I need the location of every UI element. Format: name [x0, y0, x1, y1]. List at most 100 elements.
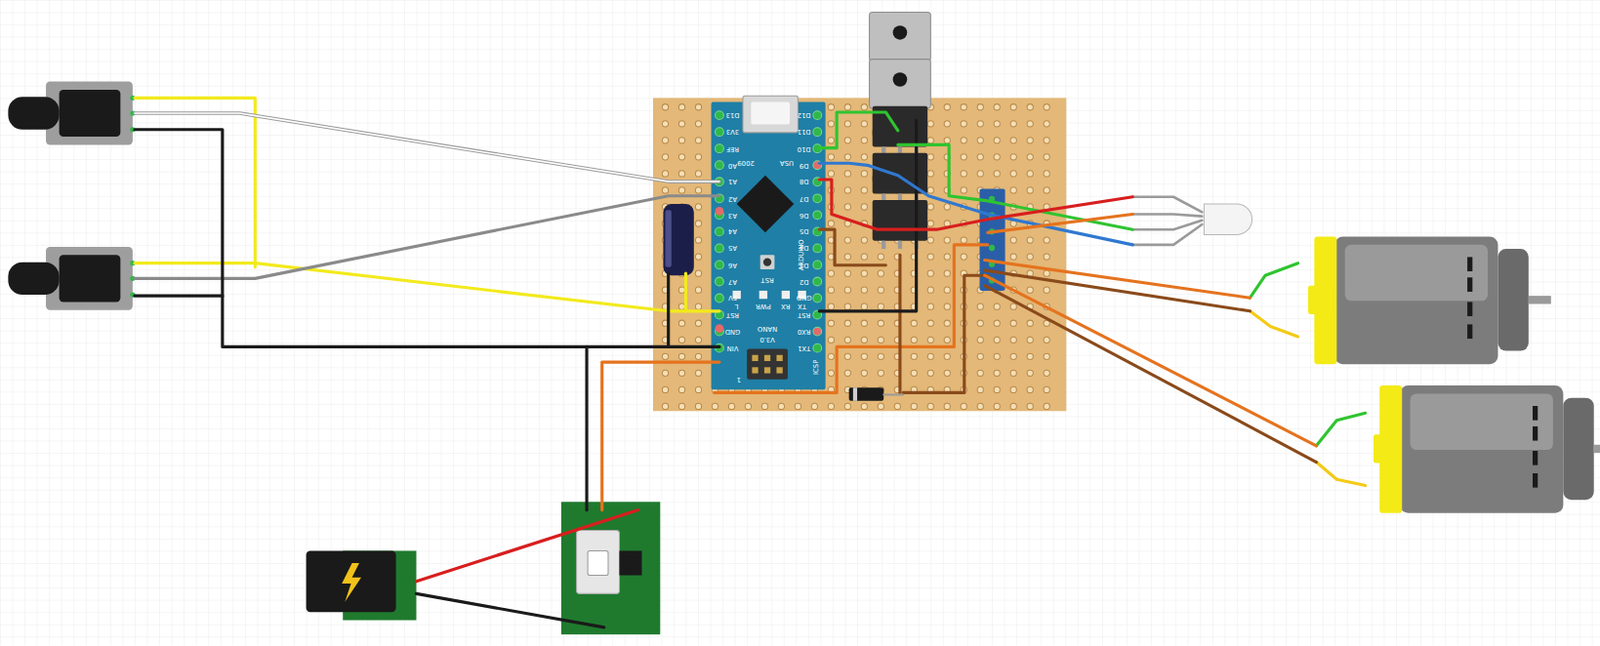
slide-switch	[576, 531, 620, 595]
board-hole	[993, 121, 1000, 127]
pin-label: PWR	[755, 302, 772, 310]
board-hole	[877, 336, 884, 343]
pin-label: D11	[797, 128, 812, 136]
header-pin	[813, 194, 822, 204]
pin-label: L	[735, 302, 739, 310]
board-hole	[877, 287, 884, 293]
icsp-pin	[764, 367, 771, 373]
pin-label: TX1	[797, 344, 811, 352]
board-hole	[960, 187, 967, 194]
board-hole	[678, 336, 685, 343]
diode	[849, 387, 885, 402]
board-hole	[877, 353, 884, 360]
icsp-pin	[751, 355, 758, 362]
board-hole	[910, 320, 917, 327]
board-hole	[877, 270, 884, 277]
board-hole	[844, 154, 851, 161]
wire	[819, 229, 886, 266]
board-hole	[993, 137, 1000, 144]
header-pin	[813, 327, 822, 336]
board-hole	[927, 220, 934, 227]
board-hole	[1043, 386, 1050, 393]
pin-label: GND	[725, 328, 741, 335]
board-hole	[977, 303, 984, 310]
board-hole	[695, 253, 701, 260]
icsp-pin	[776, 367, 782, 373]
motor-vent	[1532, 406, 1538, 421]
board-hole	[661, 386, 668, 393]
board-hole	[943, 403, 950, 410]
board-hole	[827, 403, 834, 410]
board-hole	[695, 187, 701, 194]
board-hole	[1010, 303, 1017, 310]
board-hole	[861, 320, 867, 327]
parts	[7, 12, 1600, 636]
board-hole	[844, 287, 851, 293]
pin-label: A3	[728, 211, 738, 219]
pin-label: RX0	[797, 328, 812, 335]
board-hole	[827, 270, 834, 277]
board-hole	[1043, 187, 1050, 194]
board-hole	[861, 270, 867, 277]
mosfet-leg	[881, 241, 886, 249]
board-hole	[943, 237, 950, 244]
header-pin	[813, 210, 822, 220]
status-led	[759, 290, 768, 299]
header-pin	[715, 161, 725, 170]
pin-label: RX	[780, 302, 790, 310]
board-hole	[1026, 237, 1033, 244]
board-hole	[678, 121, 685, 127]
motor-highlight	[1345, 245, 1488, 301]
board-hole	[678, 320, 685, 327]
board-hole	[910, 369, 917, 376]
board-hole	[960, 154, 967, 161]
board-hole	[728, 403, 735, 410]
board-hole	[861, 403, 867, 410]
wire	[984, 270, 1251, 312]
wire	[684, 273, 688, 312]
board-hole	[1010, 137, 1017, 144]
board-hole	[927, 287, 934, 293]
motor-vent	[1467, 324, 1473, 339]
board-hole	[827, 170, 834, 177]
header-pin	[813, 343, 822, 353]
transistor-tab	[869, 59, 932, 109]
wire	[819, 179, 1133, 230]
board-hole	[844, 336, 851, 343]
icsp-pin	[776, 355, 782, 362]
wire	[1249, 311, 1298, 337]
board-hole	[1010, 237, 1017, 244]
board-hole	[861, 303, 867, 310]
board-hole	[695, 403, 701, 410]
board-hole	[861, 253, 867, 260]
board-hole	[844, 137, 851, 144]
mosfet-leg	[898, 241, 903, 249]
potentiometer-knob	[7, 262, 59, 295]
motor-terminal-block	[1308, 286, 1333, 315]
board-hole	[927, 253, 934, 260]
board-hole	[877, 320, 884, 327]
pin-label: RST	[760, 276, 774, 284]
board-hole	[1010, 253, 1017, 260]
switch-board	[561, 501, 660, 635]
motor-vent	[1532, 426, 1538, 442]
wire	[1132, 224, 1202, 246]
header-pin	[813, 277, 822, 287]
board-hole	[993, 320, 1000, 327]
pin-label: 3V3	[726, 128, 739, 136]
header-pin	[715, 227, 725, 237]
board-hole	[943, 253, 950, 260]
board-hole	[695, 220, 701, 227]
status-led	[781, 290, 790, 299]
motor-vent	[1532, 451, 1538, 466]
board-hole	[943, 104, 950, 111]
wire	[415, 593, 604, 627]
board-hole	[927, 154, 934, 161]
board-hole	[927, 336, 934, 343]
board-hole	[977, 386, 984, 393]
board-hole	[1026, 121, 1033, 127]
board-hole	[943, 204, 950, 210]
board-hole	[661, 154, 668, 161]
dc-jack	[306, 550, 397, 613]
icsp-header	[746, 348, 788, 379]
